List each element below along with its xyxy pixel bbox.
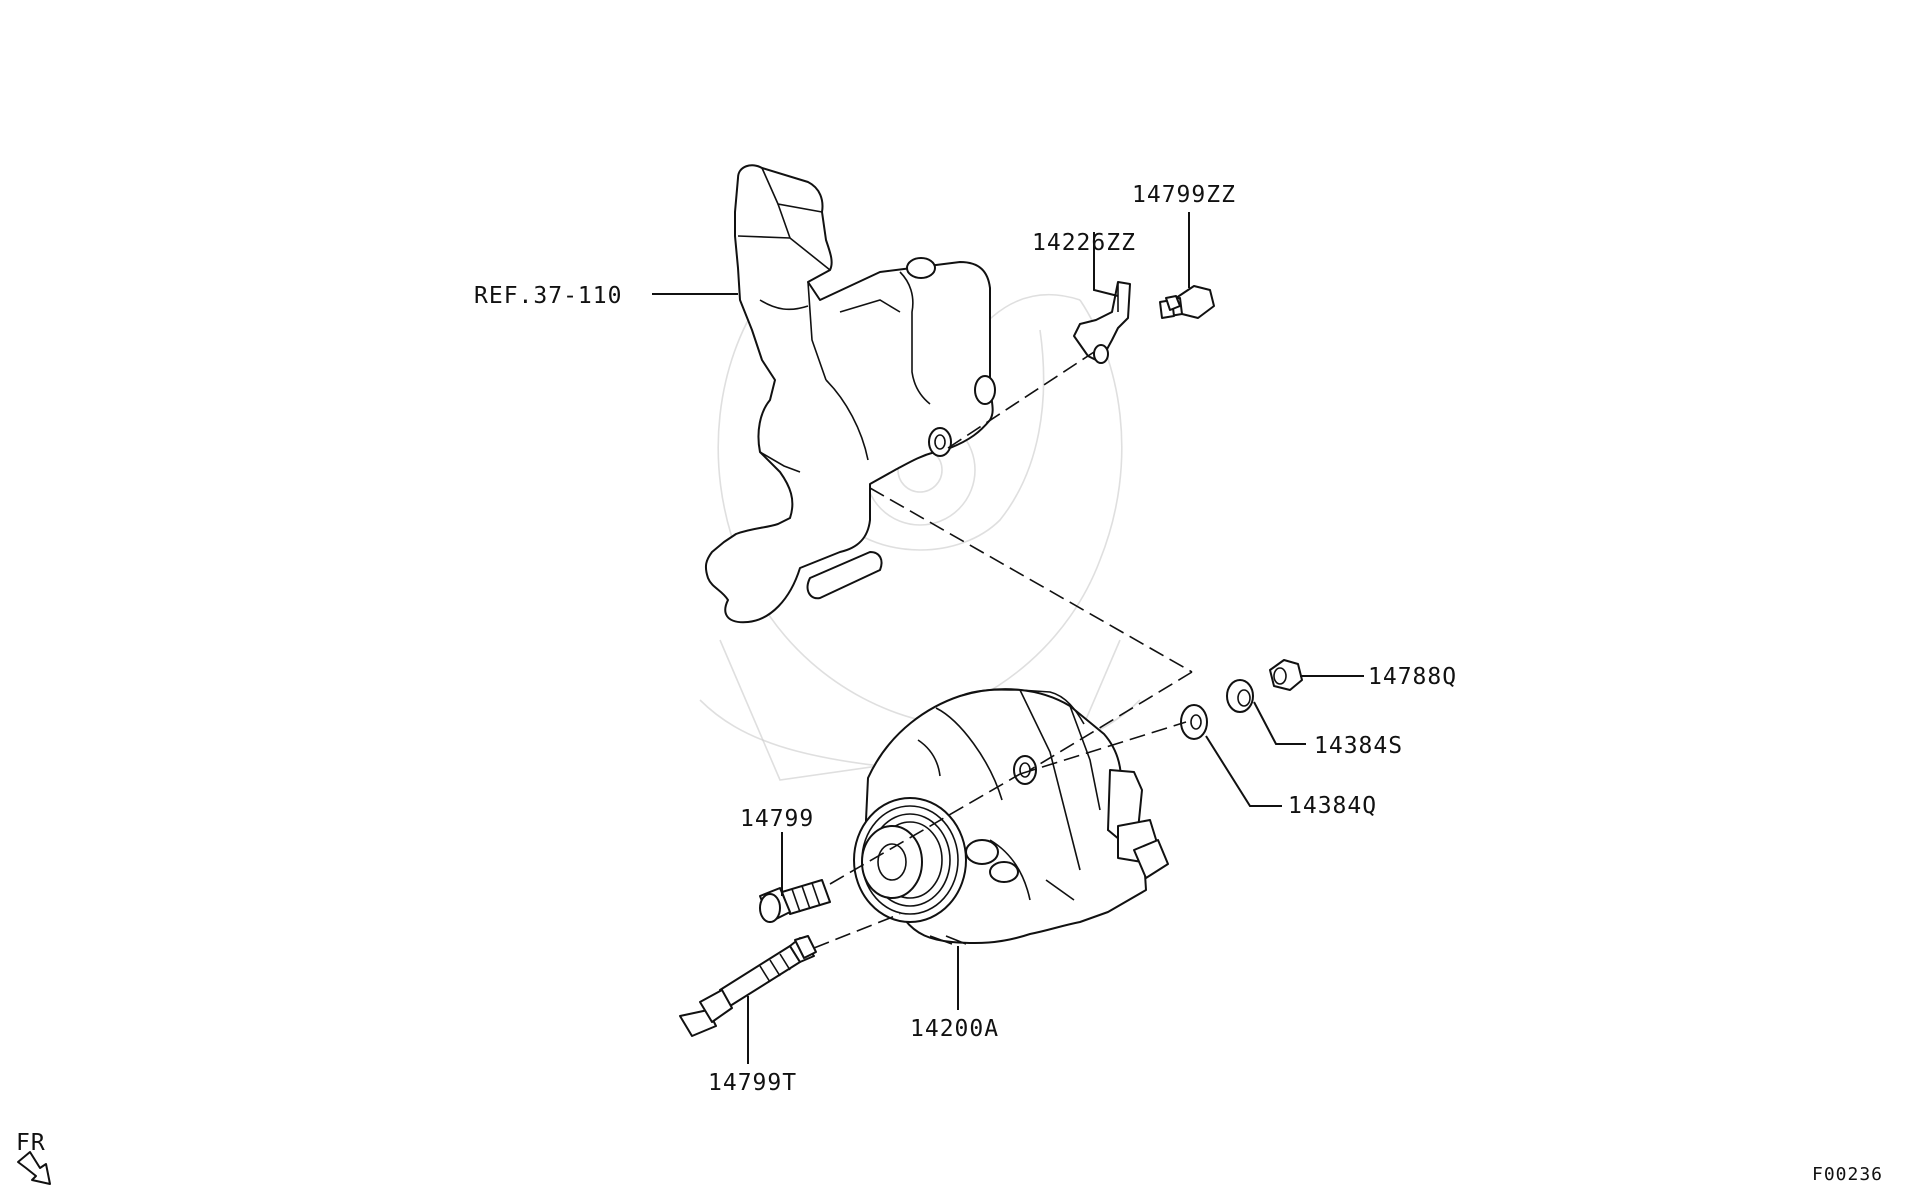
washer [1180, 704, 1208, 740]
clip-bracket [1073, 281, 1131, 364]
front-direction-indicator: FR [16, 1130, 51, 1185]
label-lock-washer: 14384S [1314, 733, 1403, 759]
bolt-long [679, 935, 817, 1037]
engine-bracket [704, 164, 996, 624]
label-nut: 14788Q [1368, 664, 1457, 690]
bolt-top [1159, 285, 1215, 319]
lock-washer [1226, 679, 1254, 713]
alternator [853, 688, 1169, 945]
label-bolt-short: 14799 [740, 806, 814, 832]
assembly-lines [813, 351, 1193, 949]
label-bolt-top: 14799ZZ [1132, 182, 1236, 208]
bolt-short [759, 879, 831, 923]
leader-lines [652, 212, 1364, 1064]
figure-code: F00236 [1812, 1164, 1883, 1185]
direction-arrow-icon [17, 1151, 51, 1185]
label-bracket: 14226ZZ [1032, 230, 1136, 256]
label-bolt-long: 14799T [708, 1070, 797, 1096]
label-alternator: 14200A [910, 1016, 999, 1042]
nut [1269, 659, 1303, 691]
label-washer: 14384Q [1288, 793, 1377, 819]
pulley [853, 797, 967, 923]
label-ref: REF.37-110 [474, 283, 622, 309]
